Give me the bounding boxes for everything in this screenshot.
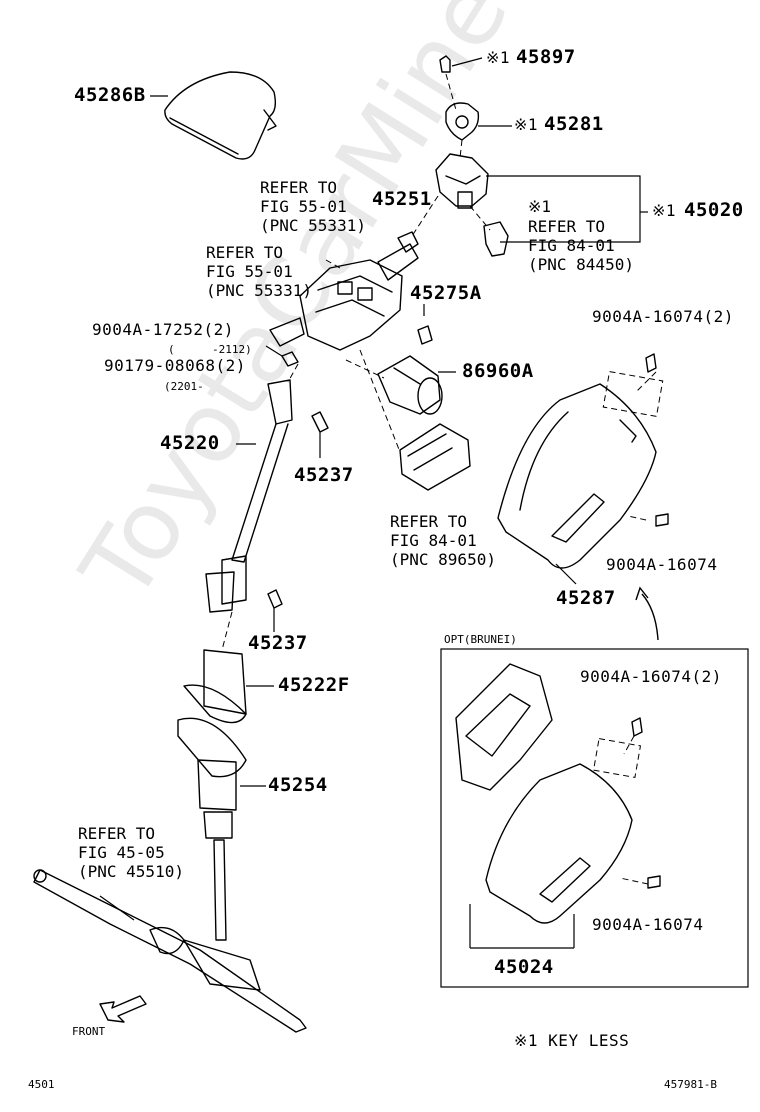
part-9004A-16074-opt-bot: 9004A-16074 (592, 915, 704, 934)
keyless-mark: ※1 (652, 201, 677, 220)
part-45237-b: 45237 (248, 632, 308, 654)
intermediate-shaft (267, 379, 293, 425)
ref-55331b-line2: FIG 55-01 (206, 262, 293, 281)
part-45020: 45020 (684, 199, 744, 221)
page-number-left: 4501 (28, 1078, 55, 1091)
part-9004A-16074-top: 9004A-16074(2) (592, 307, 734, 326)
part-90179-08068: 90179-08068(2) (104, 356, 246, 375)
steering-rack (33, 869, 307, 1033)
bolt-45275A (417, 325, 433, 345)
column-assembly (299, 259, 403, 351)
lock-cover (445, 102, 480, 141)
keyless-footnote: ※1 KEY LESS (514, 1031, 630, 1050)
part-45251: 45251 (372, 188, 432, 210)
part-45286B: 45286B (74, 84, 146, 106)
opt-brunei-frame (440, 648, 749, 988)
ref-45510-line3: (PNC 45510) (78, 862, 184, 881)
bolt-opt-top (631, 717, 643, 737)
switch-module (483, 221, 509, 257)
part-45220: 45220 (160, 432, 220, 454)
serial-range-b: (2201- (164, 380, 204, 393)
bolt-opt-bot (647, 875, 661, 889)
part-86960A: 86960A (462, 360, 534, 382)
ref-84450-line3: (PNC 84450) (528, 255, 634, 274)
part-9004A-16074-mid: 9004A-16074 (606, 555, 718, 574)
eps-ecu (399, 423, 471, 491)
opt-brunei-label: OPT(BRUNEI) (444, 633, 517, 646)
ref-89650-line3: (PNC 89650) (390, 550, 496, 569)
bolt-mid (655, 513, 669, 527)
ref-89650-line2: FIG 84-01 (390, 531, 477, 550)
part-45897: 45897 (516, 46, 576, 68)
part-45237-a: 45237 (294, 464, 354, 486)
ref-55331b-line1: REFER TO (206, 243, 284, 262)
ref-84450-line1: REFER TO (528, 217, 606, 236)
eps-motor (377, 355, 441, 415)
bolt-top (645, 353, 657, 373)
ref-84450-line2: FIG 84-01 (528, 236, 615, 255)
part-45222F: 45222F (278, 674, 350, 696)
nut-90179 (281, 351, 299, 367)
serial-range-a-end: -2112) (212, 343, 252, 356)
diagram-code: 457981-B (664, 1078, 717, 1091)
ref-45510-line1: REFER TO (78, 824, 156, 843)
front-arrow-icon (99, 995, 147, 1023)
ref-89650-line1: REFER TO (390, 512, 468, 531)
ref-45510-line2: FIG 45-05 (78, 843, 165, 862)
part-45281: 45281 (544, 113, 604, 135)
ref-55331a-line2: FIG 55-01 (260, 197, 347, 216)
keyless-mark: ※1 (514, 115, 539, 134)
steering-pinion-shaft (213, 839, 227, 941)
part-45275A: 45275A (410, 282, 482, 304)
upper-column-cover (164, 71, 277, 160)
ignition-lock-body (435, 153, 489, 207)
column-hole-boot (203, 649, 247, 715)
ref-55331a-line3: (PNC 55331) (260, 216, 366, 235)
front-label: FRONT (72, 1025, 106, 1038)
part-45287: 45287 (556, 587, 616, 609)
part-9004A-17252: 9004A-17252(2) (92, 320, 234, 339)
part-45024: 45024 (494, 956, 554, 978)
opt-arrow-icon (641, 593, 659, 641)
ref-55331b-line3: (PNC 55331) (206, 281, 312, 300)
opt-cover-upper (455, 663, 553, 791)
bolt-45237-a (311, 411, 329, 433)
keyless-mark: ※1 (528, 197, 552, 216)
opt-cover-lower (485, 763, 633, 924)
part-9004A-16074-opt-top: 9004A-16074(2) (580, 667, 722, 686)
part-45254: 45254 (268, 774, 328, 796)
ref-55331a-line1: REFER TO (260, 178, 338, 197)
lower-column-cover (497, 383, 657, 569)
serial-range-a: ( (168, 343, 175, 356)
keyless-mark: ※1 (486, 48, 511, 67)
key-pin (439, 55, 451, 73)
column-hole-cover (177, 717, 247, 778)
